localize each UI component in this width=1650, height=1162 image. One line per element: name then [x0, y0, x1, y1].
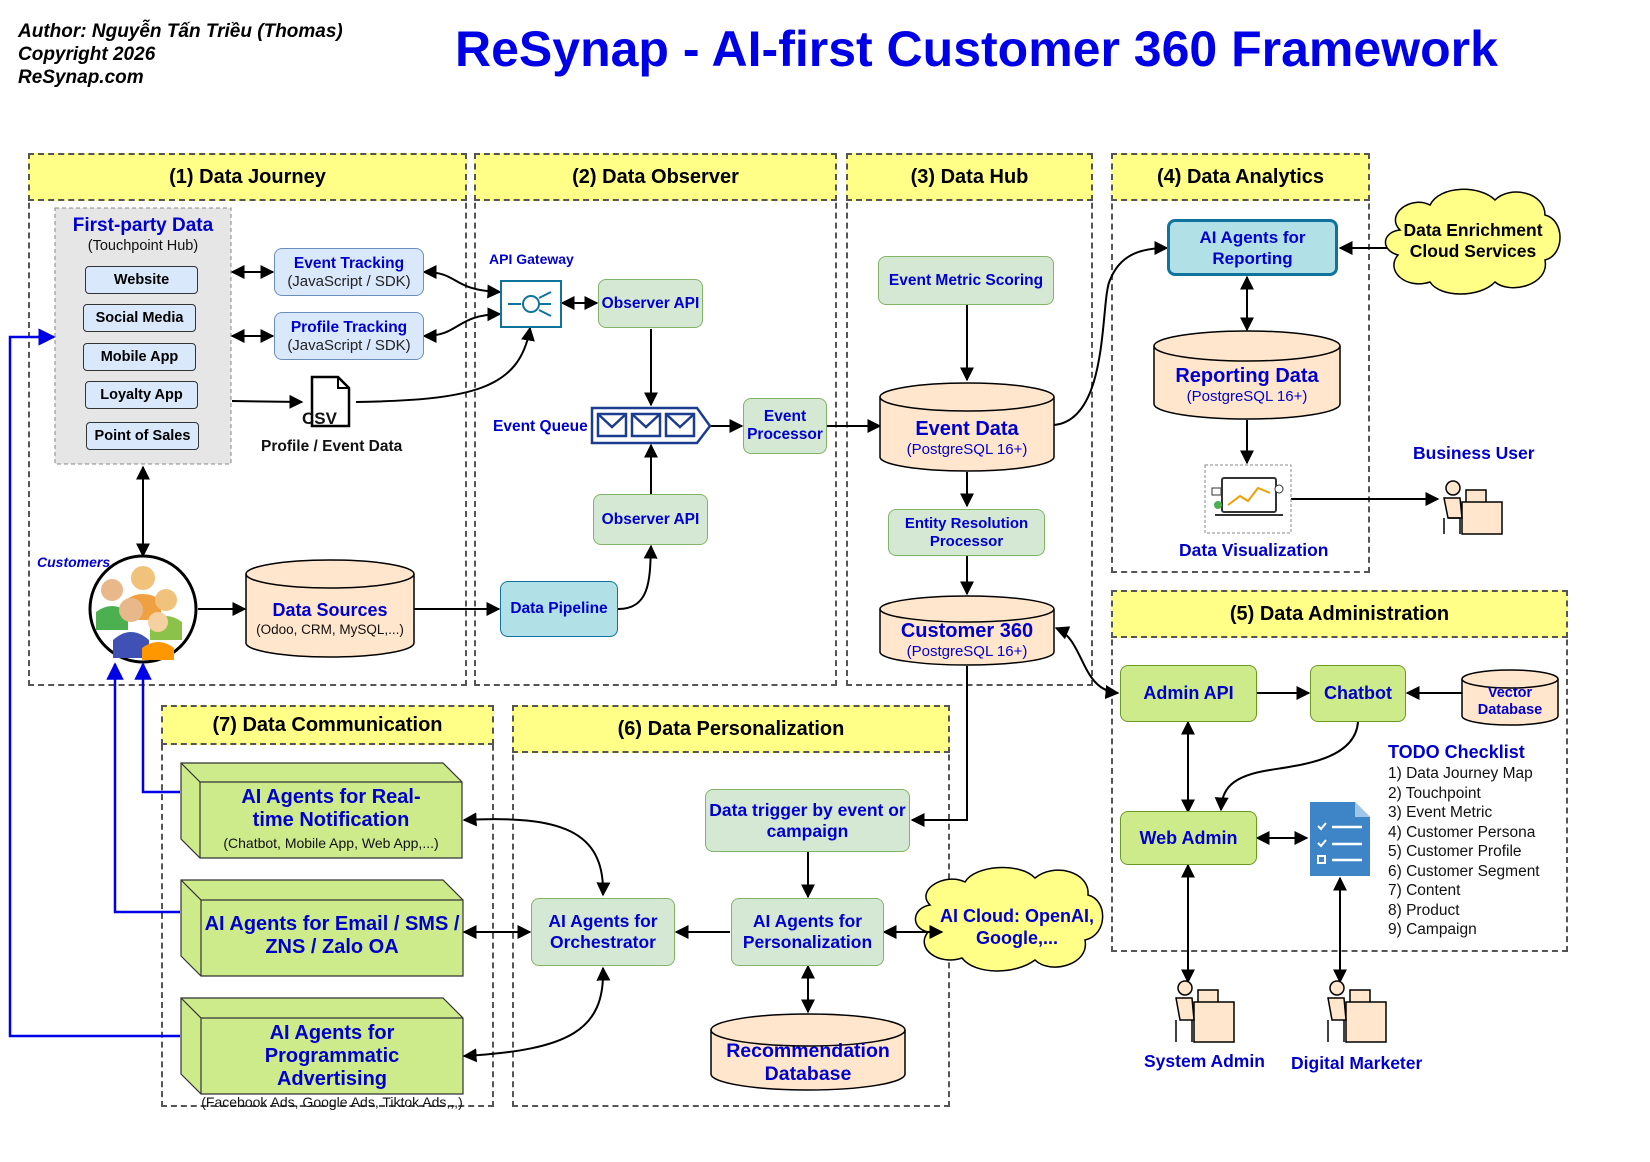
ads-agent-box[interactable]: AI Agents for Programmatic Advertising (… [201, 1022, 463, 1114]
todo-checklist-title: TODO Checklist [1388, 742, 1525, 762]
ai-personalization-box[interactable]: AI Agents for Personalization [731, 898, 884, 966]
ai-cloud-label: AI Cloud: OpenAI, Google,... [940, 906, 1094, 948]
section-header-communication: (7) Data Communication [161, 705, 494, 745]
observer-api-bottom[interactable]: Observer API [593, 494, 708, 545]
data-sources-sub: (Odoo, CRM, MySQL,...) [256, 622, 404, 637]
data-trigger-box[interactable]: Data trigger by event or campaign [705, 789, 910, 852]
recommendation-db-label: Recommendation Database [726, 1040, 890, 1085]
email-agent-box[interactable]: AI Agents for Email / SMS / ZNS / Zalo O… [201, 913, 463, 959]
first-party-panel [54, 207, 232, 465]
event-data-cylinder [879, 382, 1055, 472]
chatbot-box[interactable]: Chatbot [1310, 665, 1406, 722]
event-data-sub: (PostgreSQL 16+) [906, 441, 1028, 458]
todo-item: 8) Product [1388, 901, 1460, 919]
ai-agents-reporting-box[interactable]: AI Agents for Reporting [1167, 219, 1338, 276]
ads-agent-sub: (Facebook Ads, Google Ads, Tiktok Ads,,,… [201, 1094, 463, 1110]
todo-item: 6) Customer Segment [1388, 862, 1540, 880]
section-header-administration: (5) Data Administration [1111, 590, 1568, 638]
event-metric-scoring-box[interactable]: Event Metric Scoring [878, 256, 1054, 305]
enrichment-cloud-label: Data Enrichment Cloud Services [1403, 220, 1543, 261]
customer-360-cylinder [879, 595, 1055, 666]
todo-item: 2) Touchpoint [1388, 784, 1481, 802]
todo-item: 1) Data Journey Map [1388, 765, 1533, 782]
event-data-title: Event Data [915, 418, 1019, 440]
author-line: Author: Nguyễn Tấn Triều (Thomas) [18, 21, 343, 42]
touchpoint-social-media[interactable]: Social Media [83, 304, 196, 332]
notification-agent-sub: (Chatbot, Mobile App, Web App,...) [223, 835, 439, 851]
site-line: ReSynap.com [18, 67, 144, 88]
digital-marketer-label: Digital Marketer [1291, 1053, 1423, 1073]
vector-database-cylinder [1461, 669, 1559, 726]
person-at-desk-icon [1443, 480, 1503, 535]
event-processor-box[interactable]: Event Processor [743, 398, 827, 454]
profile-tracking-title: Profile Tracking [290, 318, 408, 336]
reporting-data-cylinder [1153, 330, 1341, 420]
touchpoint-mobile-app[interactable]: Mobile App [83, 343, 196, 371]
vector-database-label: Vector Database [1477, 685, 1543, 718]
ai-orchestrator-box[interactable]: AI Agents for Orchestrator [531, 898, 675, 966]
ai-cloud [914, 866, 1104, 972]
observer-api-top[interactable]: Observer API [598, 279, 703, 328]
first-party-subtitle: (Touchpoint Hub) [87, 238, 199, 254]
section-header-personalization: (6) Data Personalization [512, 705, 950, 753]
page-title: ReSynap - AI-first Customer 360 Framewor… [455, 21, 1498, 77]
todo-item: 7) Content [1388, 882, 1461, 899]
customer-360-title: Customer 360 [900, 620, 1034, 642]
customers-group-icon [88, 554, 198, 664]
system-admin-label: System Admin [1144, 1051, 1265, 1071]
csv-file-icon [310, 375, 351, 428]
profile-tracking-sub: (JavaScript / SDK) [287, 336, 411, 354]
csv-data-label: Profile / Event Data [261, 438, 403, 455]
section-header-journey: (1) Data Journey [28, 153, 467, 201]
ads-agent-title: AI Agents for Programmatic Advertising [264, 1022, 400, 1090]
event-tracking-title: Event Tracking [293, 254, 405, 272]
todo-item: 3) Event Metric [1388, 804, 1493, 821]
reporting-data-title: Reporting Data [1175, 365, 1319, 387]
data-visualization-label: Data Visualization [1179, 540, 1329, 560]
section-header-observer: (2) Data Observer [474, 153, 837, 201]
event-tracking-box[interactable]: Event Tracking (JavaScript / SDK) [274, 248, 424, 296]
business-user-label: Business User [1413, 443, 1535, 463]
customers-label: Customers [37, 554, 111, 570]
data-sources-title: Data Sources [272, 600, 388, 620]
notification-agent-title: AI Agents for Real-time Notification [241, 786, 421, 831]
copyright-line: Copyright 2026 [18, 44, 156, 65]
recommendation-db-cylinder [710, 1013, 906, 1091]
entity-resolution-box[interactable]: Entity Resolution Processor [888, 509, 1045, 556]
profile-tracking-box[interactable]: Profile Tracking (JavaScript / SDK) [274, 312, 424, 360]
event-queue-label: Event Queue [493, 418, 588, 435]
api-gateway-icon [500, 280, 562, 328]
web-admin-box[interactable]: Web Admin [1120, 811, 1257, 865]
todo-item: 9) Campaign [1388, 921, 1477, 938]
email-agent-title: AI Agents for Email / SMS / ZNS / Zalo O… [204, 913, 460, 958]
csv-icon-label: CSV [302, 409, 337, 428]
api-gateway-label: API Gateway [489, 251, 574, 267]
customer-360-sub: (PostgreSQL 16+) [906, 643, 1028, 660]
section-header-hub: (3) Data Hub [846, 153, 1093, 201]
touchpoint-loyalty-app[interactable]: Loyalty App [85, 381, 198, 409]
enrichment-cloud [1384, 188, 1561, 295]
checklist-document-icon [1310, 802, 1370, 876]
data-pipeline-box[interactable]: Data Pipeline [500, 581, 618, 637]
todo-item: 5) Customer Profile [1388, 843, 1522, 860]
touchpoint-point-of-sales[interactable]: Point of Sales [86, 422, 199, 450]
section-header-analytics: (4) Data Analytics [1111, 153, 1370, 201]
event-tracking-sub: (JavaScript / SDK) [287, 272, 411, 290]
ads-agent-3d [180, 997, 464, 1095]
touchpoint-website[interactable]: Website [85, 266, 198, 294]
first-party-title: First-party Data [72, 215, 214, 236]
notification-agent-box[interactable]: AI Agents for Real-time Notification (Ch… [200, 786, 462, 855]
person-at-desk-icon [1327, 980, 1387, 1043]
data-sources-cylinder [245, 559, 415, 658]
person-at-desk-icon [1175, 980, 1235, 1043]
todo-item: 4) Customer Persona [1388, 823, 1536, 841]
notification-agent-3d [180, 762, 463, 859]
admin-api-box[interactable]: Admin API [1120, 665, 1257, 722]
reporting-data-sub: (PostgreSQL 16+) [1186, 388, 1308, 405]
dashboard-icon [1204, 464, 1292, 534]
envelope-icon [590, 406, 712, 445]
todo-checklist: 1) Data Journey Map 2) Touchpoint 3) Eve… [1388, 764, 1540, 940]
